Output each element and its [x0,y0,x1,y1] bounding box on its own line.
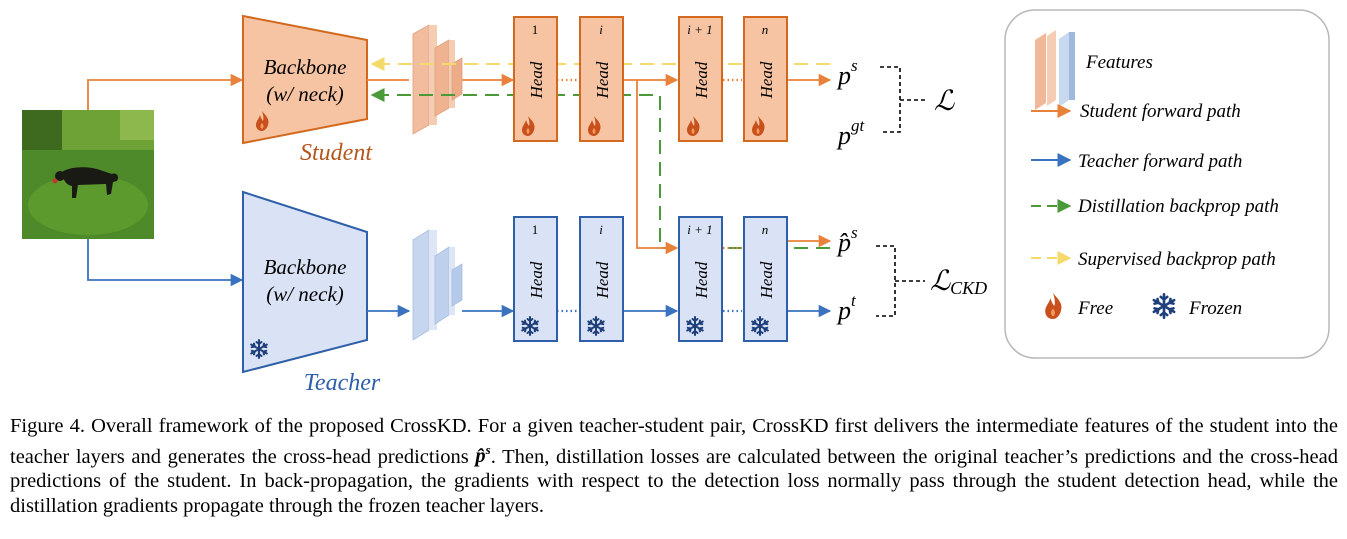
teacher-features [412,229,463,341]
student-head-n: n Head [743,16,788,142]
head-label: Head [692,261,711,299]
output-p-hat-s: p̂s [836,223,858,257]
head-label: Head [692,61,711,99]
head-index: i [599,22,603,37]
output-p-gt: pgt [836,116,866,150]
figure-caption: Figure 4. Overall framework of the propo… [10,414,1338,518]
loss-ckd-bracket [876,245,925,317]
head-index: i + 1 [687,222,712,237]
loss-label: ℒ [934,86,955,117]
legend-distill: Distillation backprop path [1077,196,1279,217]
input-image [22,110,154,239]
loss-ckd-label: ℒCKD [930,266,987,298]
student-input-path [87,73,244,110]
teacher-backbone-label-1: Backbone [264,255,347,279]
student-head-i-plus-1: i + 1 Head [678,16,723,142]
legend-free: Free [1077,298,1113,319]
student-backbone-label-1: Backbone [264,55,347,79]
student-head-1: 1 Head [513,16,558,142]
teacher-head-i-plus-1: i + 1 Head [678,216,723,342]
caption-part2: . Then, distillation losses are calculat… [10,445,1338,517]
legend-features: Features [1085,52,1153,73]
teacher-label: Teacher [304,370,381,396]
cross-head-path [636,80,679,255]
teacher-backbone-label-2: (w/ neck) [266,282,344,306]
legend-teacher-forward: Teacher forward path [1078,151,1242,172]
student-backbone-label-2: (w/ neck) [266,82,344,106]
student-backbone: Backbone (w/ neck) [242,14,368,145]
student-head-i: i Head [579,16,624,142]
head-label: Head [757,261,776,299]
crosskd-diagram: Backbone (w/ neck) Student Backbone (w/ … [22,9,1330,396]
head-label: Head [527,61,546,99]
legend-student-forward: Student forward path [1080,101,1241,122]
teacher-head-i: i Head [579,216,624,342]
caption-math: p̂s [475,442,491,468]
head-label: Head [527,261,546,299]
head-index: i + 1 [687,22,712,37]
teacher-head-n: n Head [743,216,788,342]
head-index: n [762,22,769,37]
student-features [412,24,463,135]
output-p-t: pt [836,291,857,325]
head-index: 1 [532,22,539,37]
legend: Features Student forward path Teacher fo… [1004,9,1330,359]
head-label: Head [757,61,776,99]
loss-bracket [880,66,928,133]
teacher-backbone: Backbone (w/ neck) [242,190,368,374]
head-index: 1 [532,222,539,237]
caption-part1: Figure 4. Overall framework of the propo… [10,415,1338,468]
legend-supervised: Supervised backprop path [1078,249,1276,270]
head-index: n [762,222,769,237]
teacher-input-path [87,239,244,287]
legend-features-icon [1035,30,1075,110]
student-label: Student [300,140,373,166]
teacher-head-1: 1 Head [513,216,558,342]
head-label: Head [593,261,612,299]
output-p-s: ps [836,56,858,90]
head-index: i [599,222,603,237]
legend-frozen: Frozen [1188,298,1242,319]
head-label: Head [593,61,612,99]
